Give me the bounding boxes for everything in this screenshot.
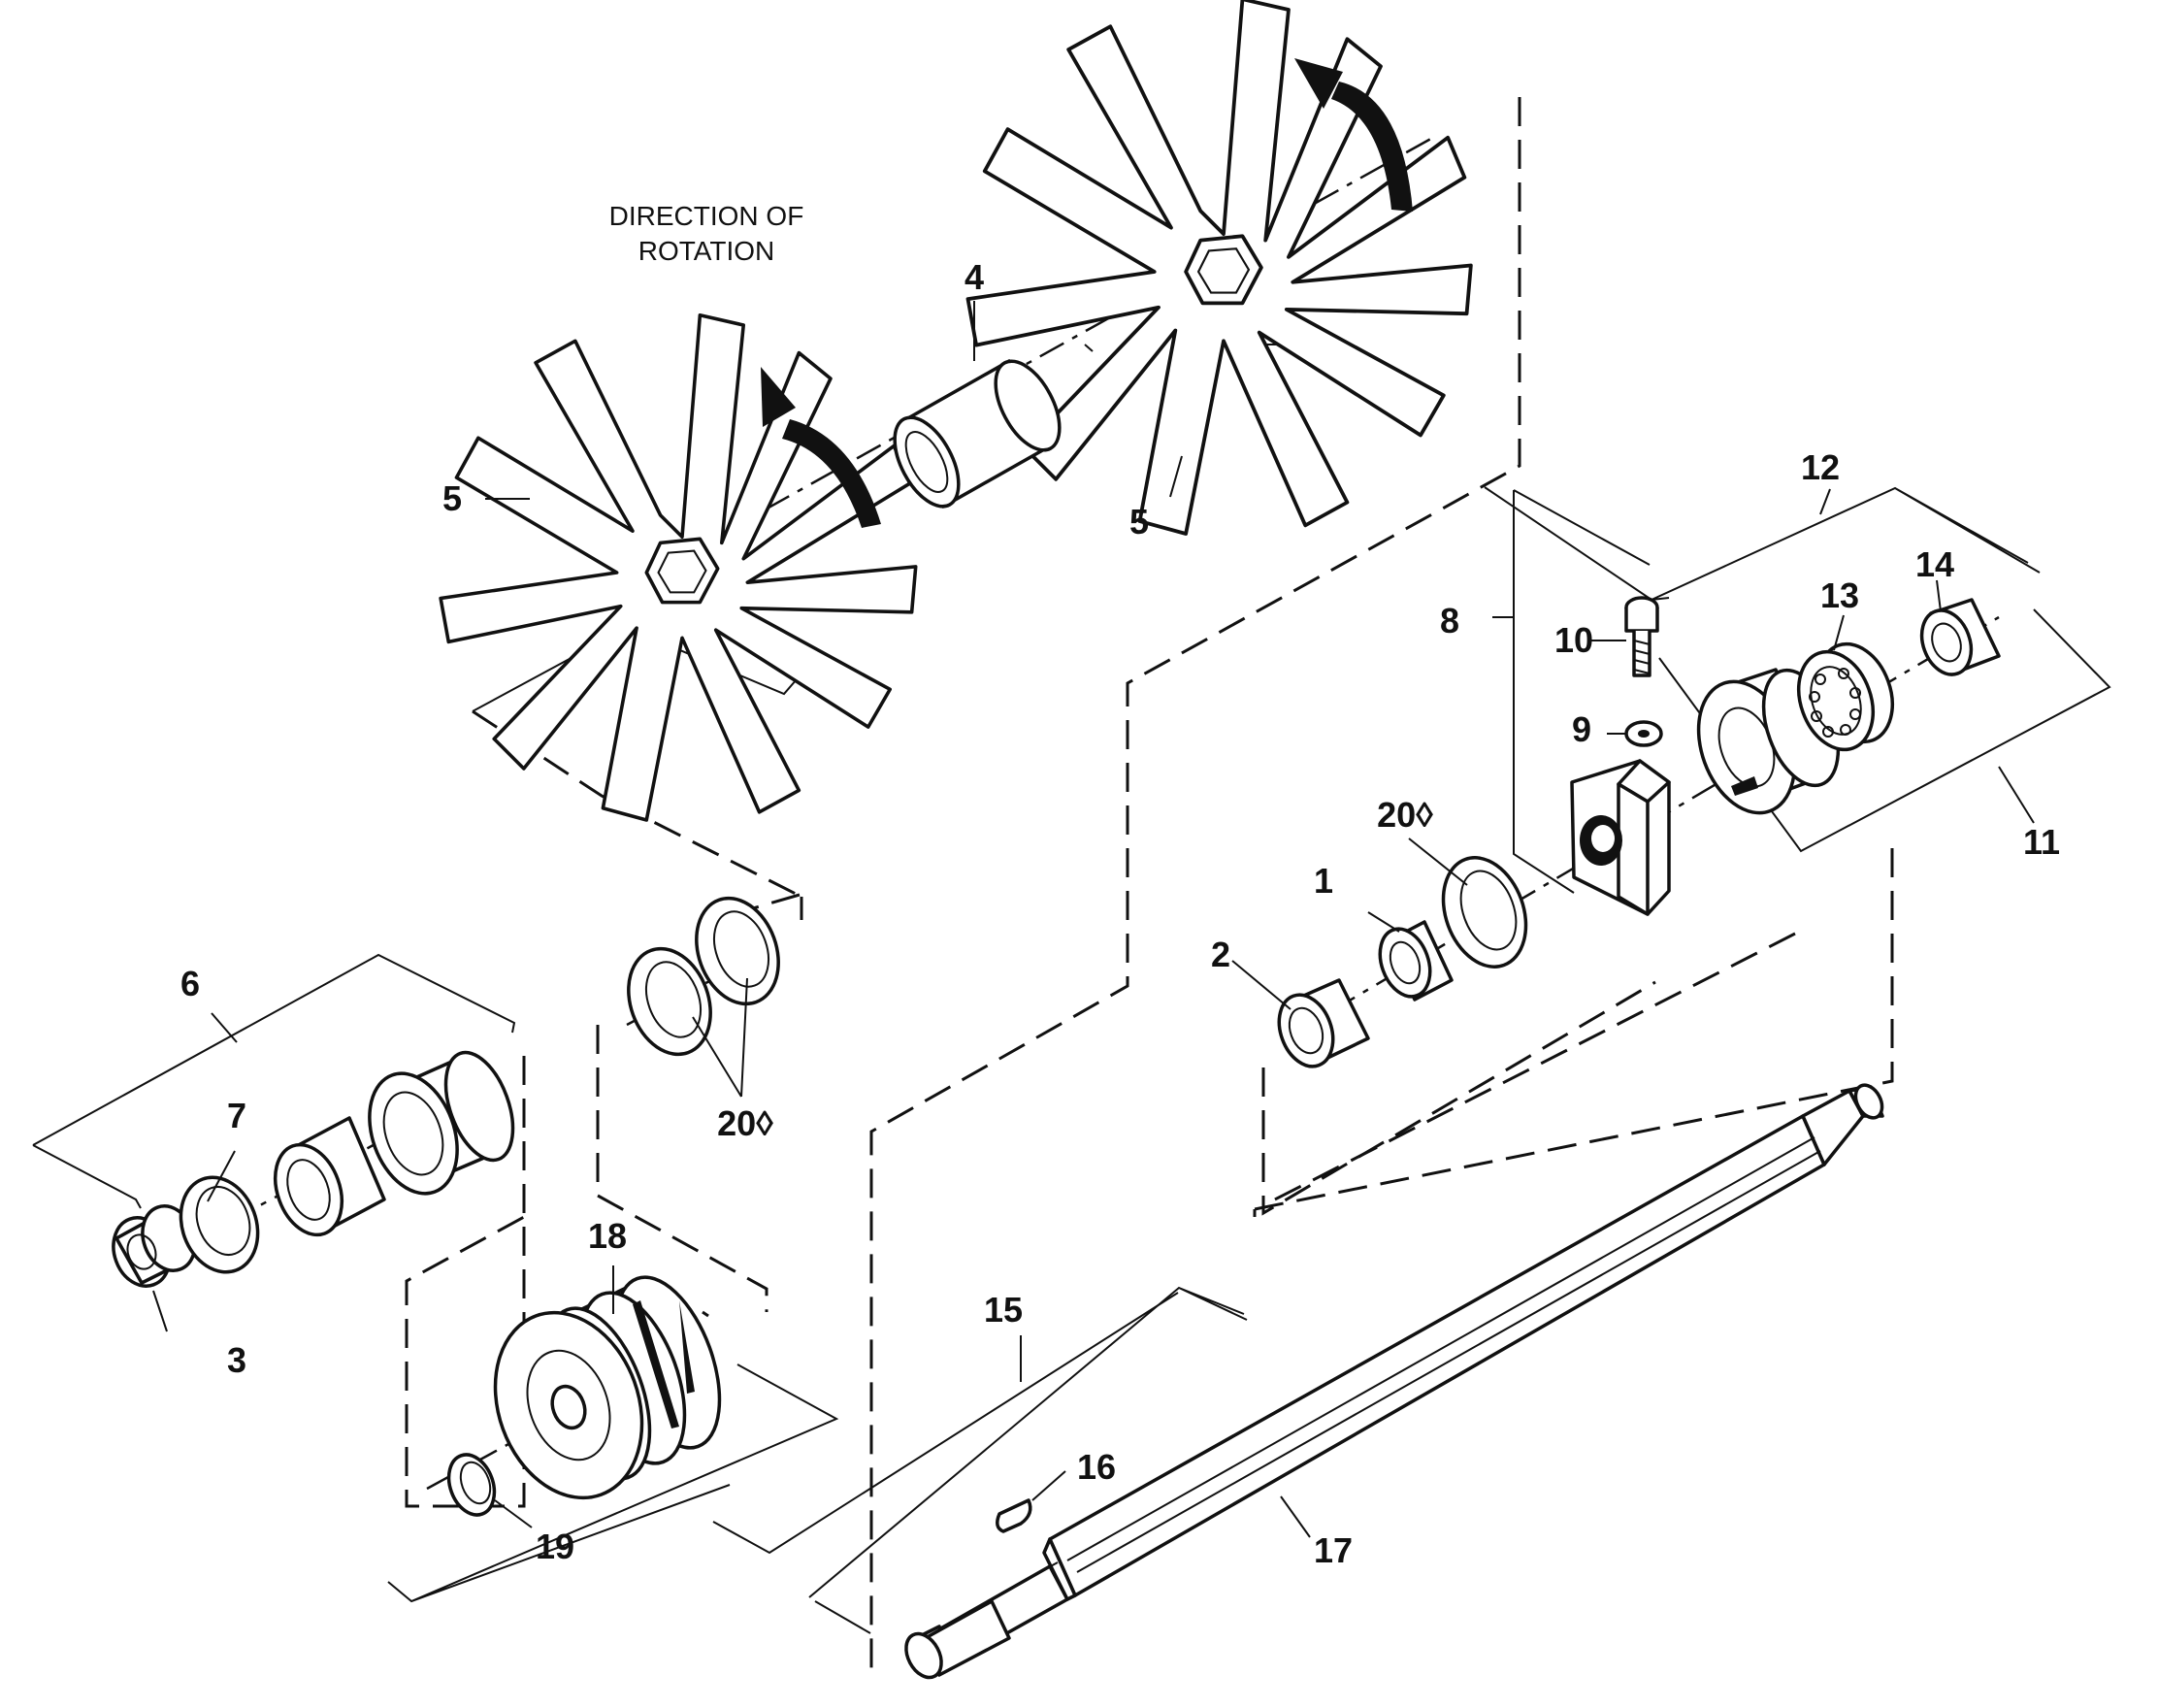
callout-19: 19 — [536, 1527, 574, 1566]
rotation-caption-line1: DIRECTION OF — [609, 201, 804, 231]
snap-ring-7 — [179, 1175, 260, 1274]
paddle-wheel-right — [965, 0, 1473, 536]
flange-bearing-6 — [368, 1050, 515, 1196]
callout-3: 3 — [227, 1340, 246, 1380]
paddle-wheel-left — [439, 313, 918, 822]
callout-11: 11 — [2023, 822, 2060, 862]
rotation-arrow-right — [1294, 58, 1413, 212]
shim-20-right — [1441, 856, 1528, 969]
ball-bearing-13 — [1797, 641, 1894, 752]
callout-13: 13 — [1820, 575, 1859, 615]
callout-5-left: 5 — [442, 478, 462, 518]
bushing-6 — [273, 1116, 386, 1237]
rotation-caption-line2: ROTATION — [638, 236, 775, 266]
bushing-2 — [1277, 978, 1370, 1068]
callout-20-right: 20◊ — [1377, 795, 1433, 835]
pulley-18 — [493, 1275, 722, 1500]
shim-20-left-b — [695, 896, 780, 1006]
callout-14: 14 — [1915, 544, 1954, 584]
callout-15: 15 — [984, 1290, 1023, 1330]
callout-17: 17 — [1314, 1530, 1353, 1570]
callout-6: 6 — [180, 964, 200, 1003]
callout-9: 9 — [1572, 709, 1591, 749]
callout-16: 16 — [1077, 1447, 1116, 1487]
bolt-10 — [1624, 596, 1659, 677]
callout-8: 8 — [1440, 601, 1459, 640]
callout-20-left: 20◊ — [717, 1103, 773, 1143]
key-16 — [996, 1498, 1032, 1533]
group-outline-15 — [808, 1286, 1248, 1634]
collar-14 — [1919, 598, 2001, 676]
callout-2: 2 — [1211, 935, 1230, 974]
callout-7: 7 — [227, 1096, 246, 1135]
group-outline-6 — [32, 953, 516, 1146]
callout-5-right: 5 — [1129, 502, 1149, 542]
group-outline-pulley — [387, 1292, 1179, 1603]
leader-lines — [152, 301, 2035, 1538]
group-outline-11-12 — [1484, 486, 2041, 602]
washer-9 — [1624, 720, 1663, 747]
callout-1: 1 — [1314, 861, 1333, 901]
callout-4: 4 — [965, 257, 984, 297]
bushing-1 — [1378, 920, 1454, 1002]
shim-20-left-a — [627, 946, 712, 1057]
mounting-block-8 — [1570, 759, 1671, 916]
group-outline-6-lower — [32, 1144, 142, 1209]
callout-12: 12 — [1801, 447, 1840, 487]
spacer-tube-4 — [893, 359, 1062, 509]
shaft-17 — [904, 1083, 1884, 1680]
snap-ring-19 — [446, 1453, 497, 1517]
group-outline-8 — [1513, 489, 1651, 894]
callout-18: 18 — [588, 1216, 627, 1256]
rotation-arrow-left — [761, 367, 881, 528]
callout-10: 10 — [1554, 620, 1593, 660]
